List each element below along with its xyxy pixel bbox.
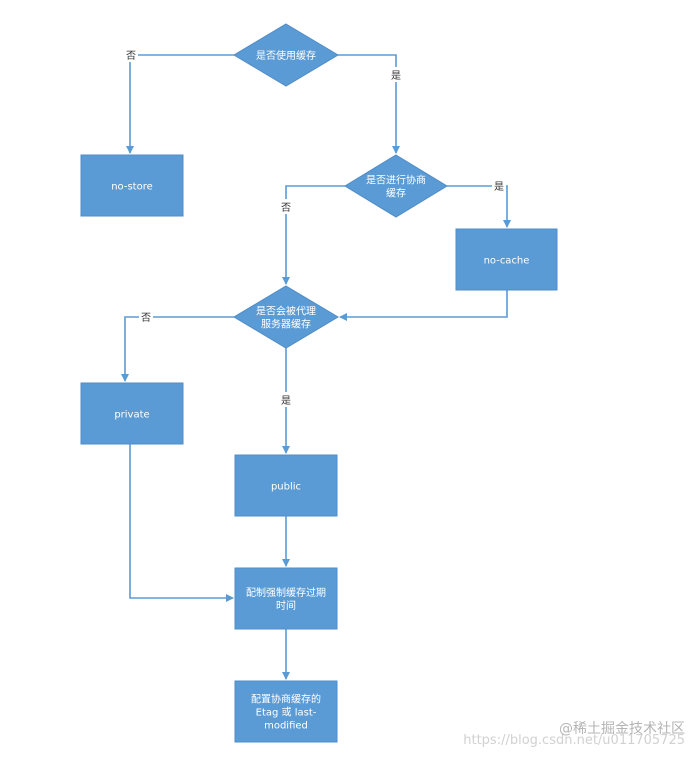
node-label-line: no-store — [111, 182, 153, 193]
edge-d1-yes-connector — [338, 54, 400, 154]
edge-d2-yes-connector — [447, 185, 511, 228]
process-box — [80, 154, 184, 217]
decision-diamond — [233, 23, 339, 87]
edges-layer — [121, 54, 511, 680]
node-no-cache: no-cache — [455, 228, 558, 291]
node-label-line: 缓存 — [386, 187, 406, 200]
process-box — [234, 454, 338, 517]
process-box — [455, 228, 558, 291]
edge-label-d2-yes: 是 — [494, 181, 504, 193]
process-box — [80, 382, 184, 445]
node-label-line: 是否使用缓存 — [256, 49, 316, 62]
watermark-brand: @稀土掘金技术社区 — [559, 721, 685, 737]
node-label-line: 是否进行协商 — [366, 174, 426, 187]
decision-diamond — [344, 154, 448, 218]
edge-d1-no-connector — [126, 54, 234, 154]
edge-label-d1-no: 否 — [126, 50, 136, 62]
edge-label-d3-no: 否 — [141, 312, 151, 324]
edge-label-bg — [389, 67, 403, 82]
node-label-line: modified — [264, 721, 308, 732]
edge-label-bg — [279, 199, 293, 214]
node-label-line: Etag 或 last- — [256, 707, 317, 719]
edge-nocache-d3-connector — [339, 290, 508, 321]
node-label-line: 服务器缓存 — [261, 318, 311, 331]
edge-d3-no-connector — [121, 316, 234, 382]
node-label-line: no-cache — [484, 256, 530, 267]
edge-label-d2-no: 否 — [281, 202, 291, 214]
node-label-line: 配制强制缓存过期 — [246, 586, 326, 599]
node-label-line: 时间 — [276, 599, 296, 612]
edge-d2-no-connector — [282, 185, 345, 285]
decision-diamond — [233, 285, 339, 349]
node-public: public — [234, 454, 338, 517]
node-no-store: no-store — [80, 154, 184, 217]
watermark: https://blog.csdn.net/u011705725 @稀土掘金技术… — [463, 721, 685, 748]
watermark-url: https://blog.csdn.net/u011705725 — [463, 733, 685, 748]
edge-label-bg — [124, 47, 138, 62]
edge-label-d1-yes: 是 — [391, 70, 401, 82]
process-box — [234, 680, 338, 743]
node-label-line: public — [271, 482, 301, 493]
edge-label-bg — [139, 309, 153, 324]
edge-label-bg — [279, 392, 293, 407]
node-label-line: 是否会被代理 — [256, 305, 316, 318]
node-label-line: private — [114, 410, 149, 421]
node-d1: 是否使用缓存 — [233, 23, 339, 87]
node-label-line: 配置协商缓存的 — [251, 693, 321, 706]
edge-private-maxage-connector — [129, 444, 234, 602]
edge-label-bg — [492, 178, 506, 193]
edge-label-d3-yes: 是 — [281, 395, 291, 407]
node-private: private — [80, 382, 184, 445]
process-box — [234, 567, 338, 630]
